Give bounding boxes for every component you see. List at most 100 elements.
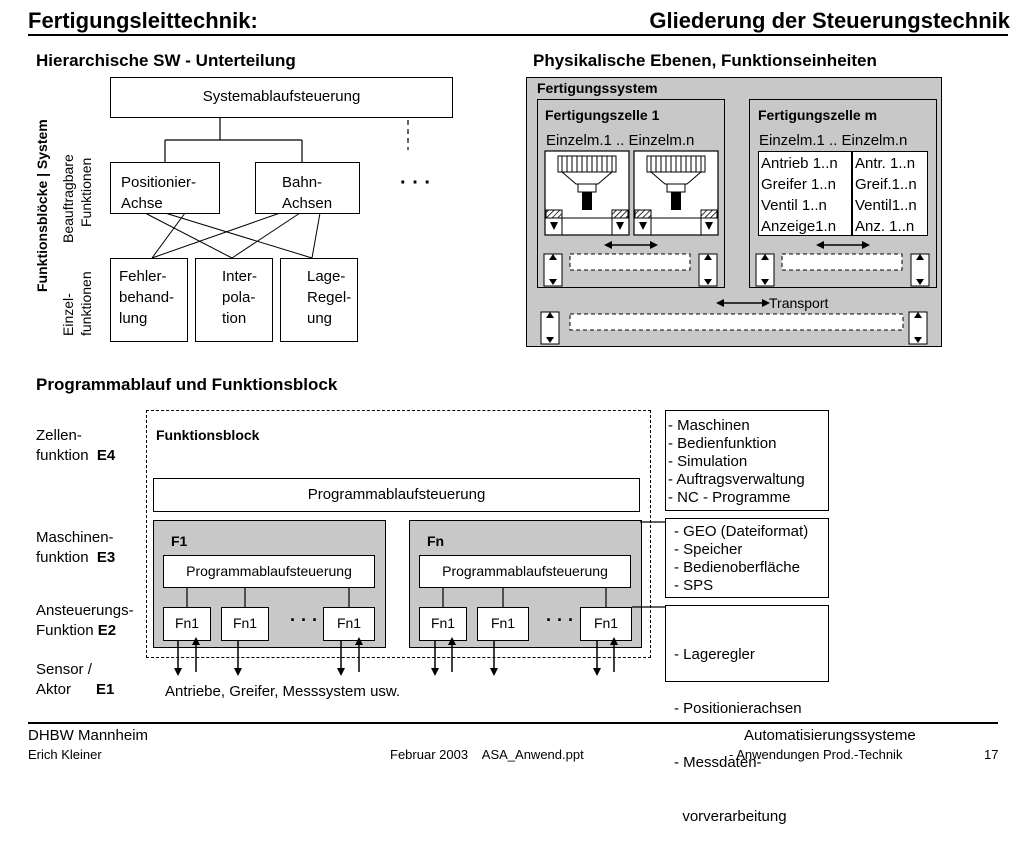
cell1-arrow bbox=[604, 241, 658, 249]
cellm-col1-row2: Greifer 1..n bbox=[761, 176, 837, 193]
cellm-col2-row3: Ventil1..n bbox=[855, 197, 917, 214]
header-left-title: Fertigungsleittechnik: bbox=[28, 8, 258, 33]
lage-line3: ung bbox=[307, 310, 333, 327]
list-e2-item: vorverarbeitung bbox=[674, 808, 787, 825]
cellm-col2: Antr. 1..n Greif.1..n Ventil1..n Anz. 1.… bbox=[852, 151, 928, 236]
inter-line1: Inter- bbox=[222, 268, 258, 285]
fn1-box-4: Fn1 bbox=[419, 607, 467, 641]
fn-program-label: Programmablaufsteuerung bbox=[442, 563, 608, 579]
left-ellipsis: · · · bbox=[400, 172, 432, 194]
level-e1-line2: Aktor bbox=[36, 681, 72, 698]
level-e1-line1: Sensor / bbox=[36, 661, 92, 678]
list-e3-item: - Bedienoberfläche bbox=[674, 559, 800, 576]
footer-center: Februar 2003 ASA_Anwend.ppt bbox=[390, 747, 584, 762]
list-e4-item: - NC - Programme bbox=[668, 489, 791, 506]
list-e2-item: - Lageregler bbox=[674, 646, 755, 663]
fn1-label-1: Fn1 bbox=[174, 615, 200, 631]
level-e3-code: E3 bbox=[96, 549, 116, 566]
list-e4-item: - Simulation bbox=[668, 453, 748, 470]
footer-right2: - Anwendungen Prod.-Technik bbox=[729, 747, 903, 762]
positionier-line2: Achse bbox=[121, 195, 163, 212]
io-arrows bbox=[177, 641, 615, 672]
inter-line3: tion bbox=[222, 310, 247, 327]
list-e3-item: - Speicher bbox=[674, 541, 743, 558]
cell1-label: Fertigungszelle 1 bbox=[545, 107, 660, 123]
list-e4: - Maschinen - Bedienfunktion - Simulatio… bbox=[665, 410, 829, 511]
systemablauf-box: Systemablaufsteuerung bbox=[110, 77, 453, 118]
header-rule bbox=[28, 34, 1008, 36]
fn1-box-2: Fn1 bbox=[221, 607, 269, 641]
cellm-col2-row2: Greif.1..n bbox=[855, 176, 917, 193]
lage-box: Lage- Regel- ung bbox=[280, 258, 358, 342]
main-program-label: Programmablaufsteuerung bbox=[307, 486, 486, 503]
bahn-box: Bahn- Achsen bbox=[255, 162, 360, 214]
machine-1-icon bbox=[544, 150, 630, 236]
list-e3-item: - SPS bbox=[674, 577, 714, 594]
cellm-label: Fertigungszelle m bbox=[758, 107, 878, 123]
list-e4-item: - Auftragsverwaltung bbox=[668, 471, 805, 488]
fehler-box: Fehler- behand- lung bbox=[110, 258, 188, 342]
footer-rule bbox=[28, 722, 998, 724]
f1-program-label: Programmablaufsteuerung bbox=[186, 563, 352, 579]
footer-right1: Automatisierungssysteme bbox=[744, 727, 916, 744]
list-e2-item: - Messdaten- bbox=[674, 754, 762, 771]
funktionsblock-frame bbox=[146, 410, 651, 658]
cell1-conveyor bbox=[543, 253, 718, 287]
fn1-box-3: Fn1 bbox=[323, 607, 375, 641]
level-e4-line2: funktion bbox=[36, 447, 89, 464]
cellm-col1-row4: Anzeige1.n bbox=[761, 218, 837, 235]
funktionsblock-label: Funktionsblock bbox=[156, 427, 260, 443]
positionier-box: Positionier- Achse bbox=[110, 162, 220, 214]
fn1-label-5: Fn1 bbox=[490, 615, 516, 631]
f1-label: F1 bbox=[171, 533, 188, 549]
machine-n-icon bbox=[633, 150, 719, 236]
level-e2-line2: Funktion bbox=[36, 622, 94, 639]
bahn-line2: Achsen bbox=[282, 195, 333, 212]
list-e2: - Lageregler - Positionierachsen - Messd… bbox=[665, 605, 829, 825]
inter-line2: pola- bbox=[222, 289, 256, 306]
level-e4: Zellen- funktion E4 bbox=[36, 426, 115, 466]
fehler-line3: lung bbox=[119, 310, 148, 327]
lage-line2: Regel- bbox=[307, 289, 352, 306]
cellm-conveyor bbox=[755, 253, 930, 287]
fn1-label-3: Fn1 bbox=[336, 615, 362, 631]
transport-arrow bbox=[716, 299, 770, 307]
level-e1-code: E1 bbox=[96, 681, 115, 698]
list-e4-item: - Maschinen bbox=[668, 417, 750, 434]
fn1-box-1: Fn1 bbox=[163, 607, 211, 641]
right-heading: Physikalische Ebenen, Funktionseinheiten bbox=[533, 51, 877, 70]
lage-line1: Lage- bbox=[307, 268, 346, 285]
header-right-title: Gliederung der Steuerungstechnik bbox=[649, 8, 1010, 33]
left-connectors bbox=[144, 118, 409, 259]
list-e4-item: - Bedienfunktion bbox=[668, 435, 777, 452]
cellm-col1: Antrieb 1..n Greifer 1..n Ventil 1..n An… bbox=[758, 151, 852, 236]
actuators-label: Antriebe, Greifer, Messsystem usw. bbox=[165, 683, 401, 700]
bahn-line1: Bahn- bbox=[282, 174, 323, 191]
fn-label: Fn bbox=[427, 533, 445, 549]
fn-program-box: Programmablaufsteuerung bbox=[419, 555, 631, 588]
footer-left1: DHBW Mannheim bbox=[28, 727, 149, 744]
footer-page: 17 bbox=[984, 747, 999, 762]
f1-dots: · · · bbox=[290, 610, 318, 630]
cellm-sub: Einzelm.1 .. Einzelm.n bbox=[759, 132, 908, 149]
fehler-line2: behand- bbox=[119, 289, 175, 306]
level-e3: Maschinen- funktion E3 bbox=[36, 528, 115, 568]
level-e3-line1: Maschinen- bbox=[36, 529, 114, 546]
transport-conveyor bbox=[540, 311, 928, 345]
fn1-label-2: Fn1 bbox=[232, 615, 258, 631]
level-e2: Ansteuerungs- Funktion E2 bbox=[36, 601, 134, 641]
cell1-sub: Einzelm.1 .. Einzelm.n bbox=[546, 132, 695, 149]
level-e1: Sensor / Aktor E1 bbox=[36, 660, 114, 700]
main-program-box: Programmablaufsteuerung bbox=[153, 478, 640, 512]
cellm-col2-row4: Anz. 1..n bbox=[855, 218, 915, 235]
cellm-arrow bbox=[816, 241, 870, 249]
positionier-line1: Positionier- bbox=[121, 174, 197, 191]
footer-left2: Erich Kleiner bbox=[28, 747, 102, 762]
bottom-heading: Programmablauf und Funktionsblock bbox=[36, 375, 338, 394]
fn-dots: · · · bbox=[546, 610, 574, 630]
level-e2-line1: Ansteuerungs- bbox=[36, 602, 134, 619]
systemablauf-label: Systemablaufsteuerung bbox=[202, 88, 361, 105]
fn1-box-6: Fn1 bbox=[580, 607, 632, 641]
fehler-line1: Fehler- bbox=[119, 268, 167, 285]
list-e3-item: - GEO (Dateiformat) bbox=[674, 523, 809, 540]
